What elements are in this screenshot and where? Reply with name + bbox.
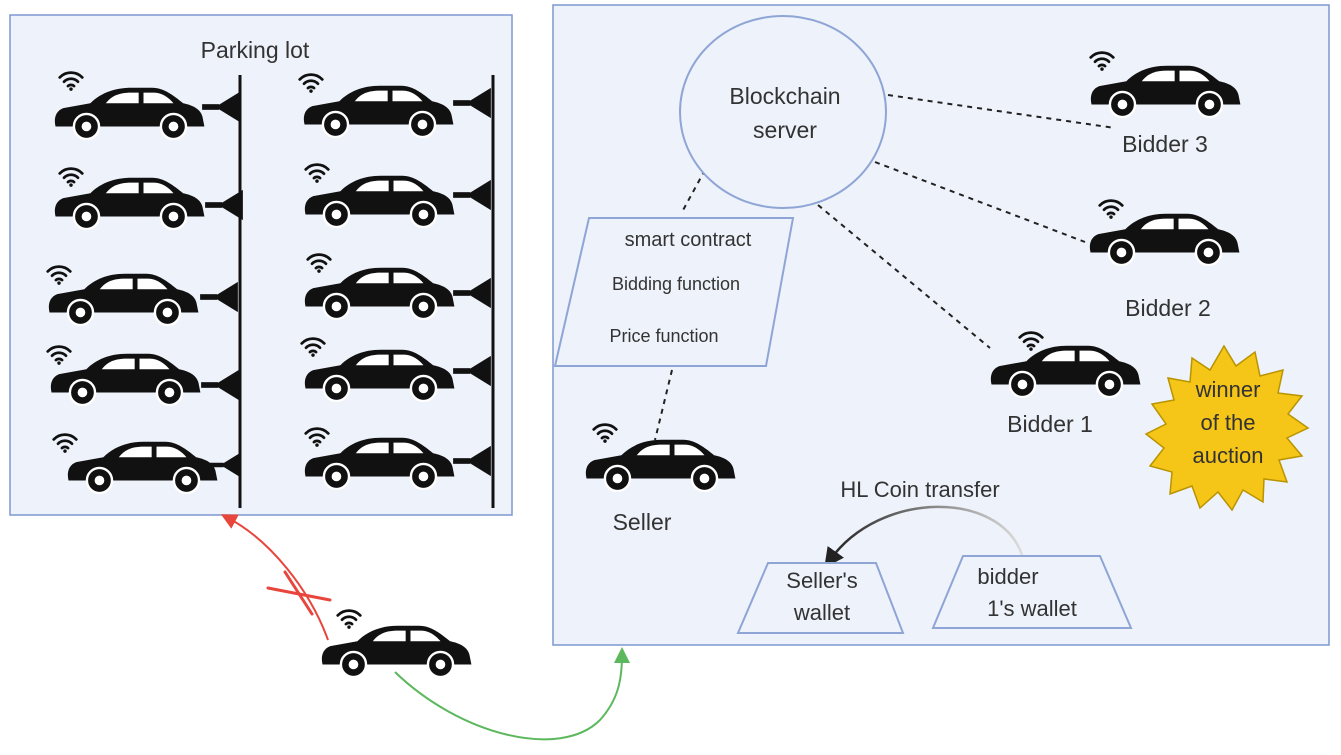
bidding-function-label: Bidding function: [612, 274, 740, 294]
seller-wallet-line1: Seller's: [786, 568, 857, 593]
bidder-3-label: Bidder 3: [1122, 131, 1208, 157]
incoming-car: [320, 609, 473, 678]
transfer-label: HL Coin transfer: [840, 477, 999, 502]
winner-starburst: [1144, 344, 1310, 512]
bidder-wallet-line1: bidder: [977, 564, 1038, 589]
link-server-bidder3: [887, 94, 1116, 129]
server-label-line2: server: [753, 117, 817, 143]
winner-line3: auction: [1193, 443, 1264, 468]
blockchain-server-node: Blockchain server: [679, 15, 887, 209]
rejected-path: [220, 514, 332, 641]
winner-badge: winner of the auction: [1144, 344, 1310, 512]
reject-cross-icon: [266, 570, 332, 616]
parking-lot-label: Parking lot: [201, 37, 310, 63]
transfer-arrow: [824, 505, 1024, 569]
bidder-2-label: Bidder 2: [1125, 295, 1211, 321]
winner-line2: of the: [1200, 410, 1255, 435]
link-server-contract: [681, 169, 706, 213]
rejected-arrow: [220, 514, 329, 641]
accepted-arrow: [394, 647, 630, 741]
bidder-2-node: Bidder 2: [1088, 199, 1241, 321]
link-contract-seller: [654, 369, 673, 441]
server-label-line1: Blockchain: [729, 83, 840, 109]
winner-line1: winner: [1195, 377, 1261, 402]
seller-wallet-line2: wallet: [793, 600, 850, 625]
blockchain-panel: Blockchain server smart contract Bidding…: [552, 4, 1330, 646]
seller-label: Seller: [613, 509, 672, 535]
bidder-1-node: Bidder 1: [989, 331, 1142, 437]
link-server-bidder1: [817, 204, 991, 349]
bidder-wallet-line2: 1's wallet: [987, 596, 1077, 621]
wifi-icon: [336, 609, 362, 630]
bidder-1-label: Bidder 1: [1007, 411, 1093, 437]
seller-wallet-node: Seller's wallet: [736, 562, 905, 634]
smart-contract-title: smart contract: [625, 229, 752, 251]
parking-lot-panel: Parking lot: [9, 14, 513, 516]
link-server-bidder2: [874, 161, 1086, 243]
car-icon: [320, 624, 473, 678]
network-links: [654, 94, 1116, 441]
smart-contract-node: smart contract Bidding function Price fu…: [553, 217, 795, 367]
bidder-3-node: Bidder 3: [1089, 51, 1242, 157]
accepted-path: [394, 647, 630, 741]
bidder-wallet-node: bidder 1's wallet: [931, 555, 1133, 629]
price-function-label: Price function: [609, 326, 718, 346]
seller-node: Seller: [584, 423, 737, 535]
